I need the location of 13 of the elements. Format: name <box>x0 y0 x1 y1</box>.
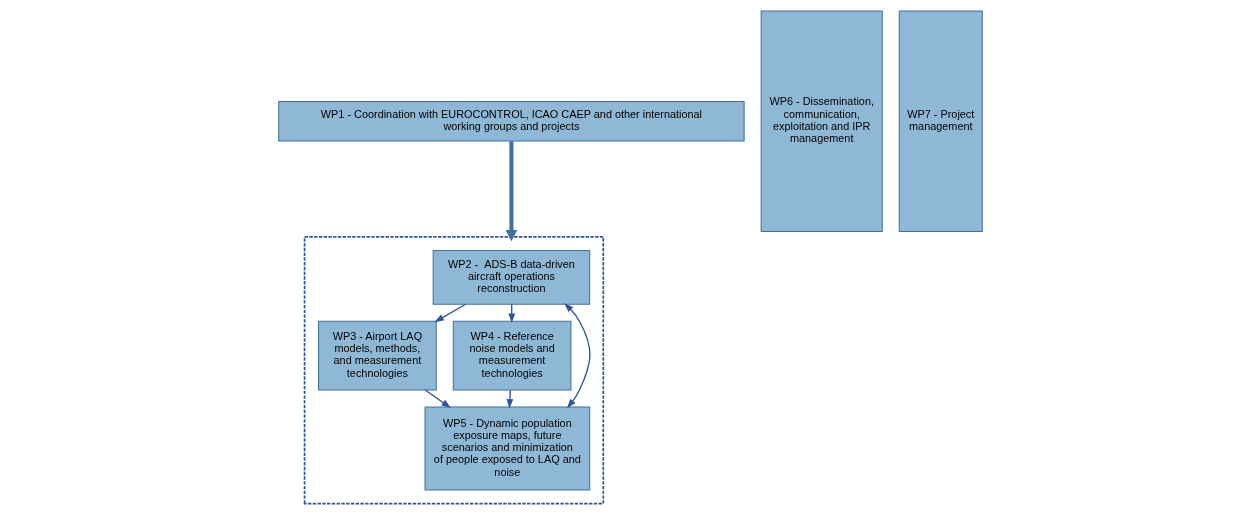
cluster <box>303 236 604 505</box>
arrow <box>506 389 513 409</box>
arrow <box>505 141 517 242</box>
node-box: WP6 - Dissemination, communication, exploitation and IPR management <box>760 10 883 232</box>
node-box: WP7 - Project management <box>898 10 983 232</box>
arrow <box>563 303 591 409</box>
node-box: WP4 - Reference noise models and measurement technologies <box>452 320 571 391</box>
arrow <box>424 389 451 409</box>
node-box: WP3 - Airport LAQ models, methods, and measurement technologies <box>317 320 437 391</box>
node-box: WP5 - Dynamic population exposure maps, future scenarios and minimization of people exposed to LAQ and noise <box>424 406 590 491</box>
arrow <box>433 303 466 323</box>
node-box: WP1 - Coordination with EUROCONTROL, ICAO CAEP and other international working groups and projects <box>277 100 745 142</box>
node-box: WP2 - ADS-B data-driven aircraft operations reconstruction <box>432 249 590 305</box>
